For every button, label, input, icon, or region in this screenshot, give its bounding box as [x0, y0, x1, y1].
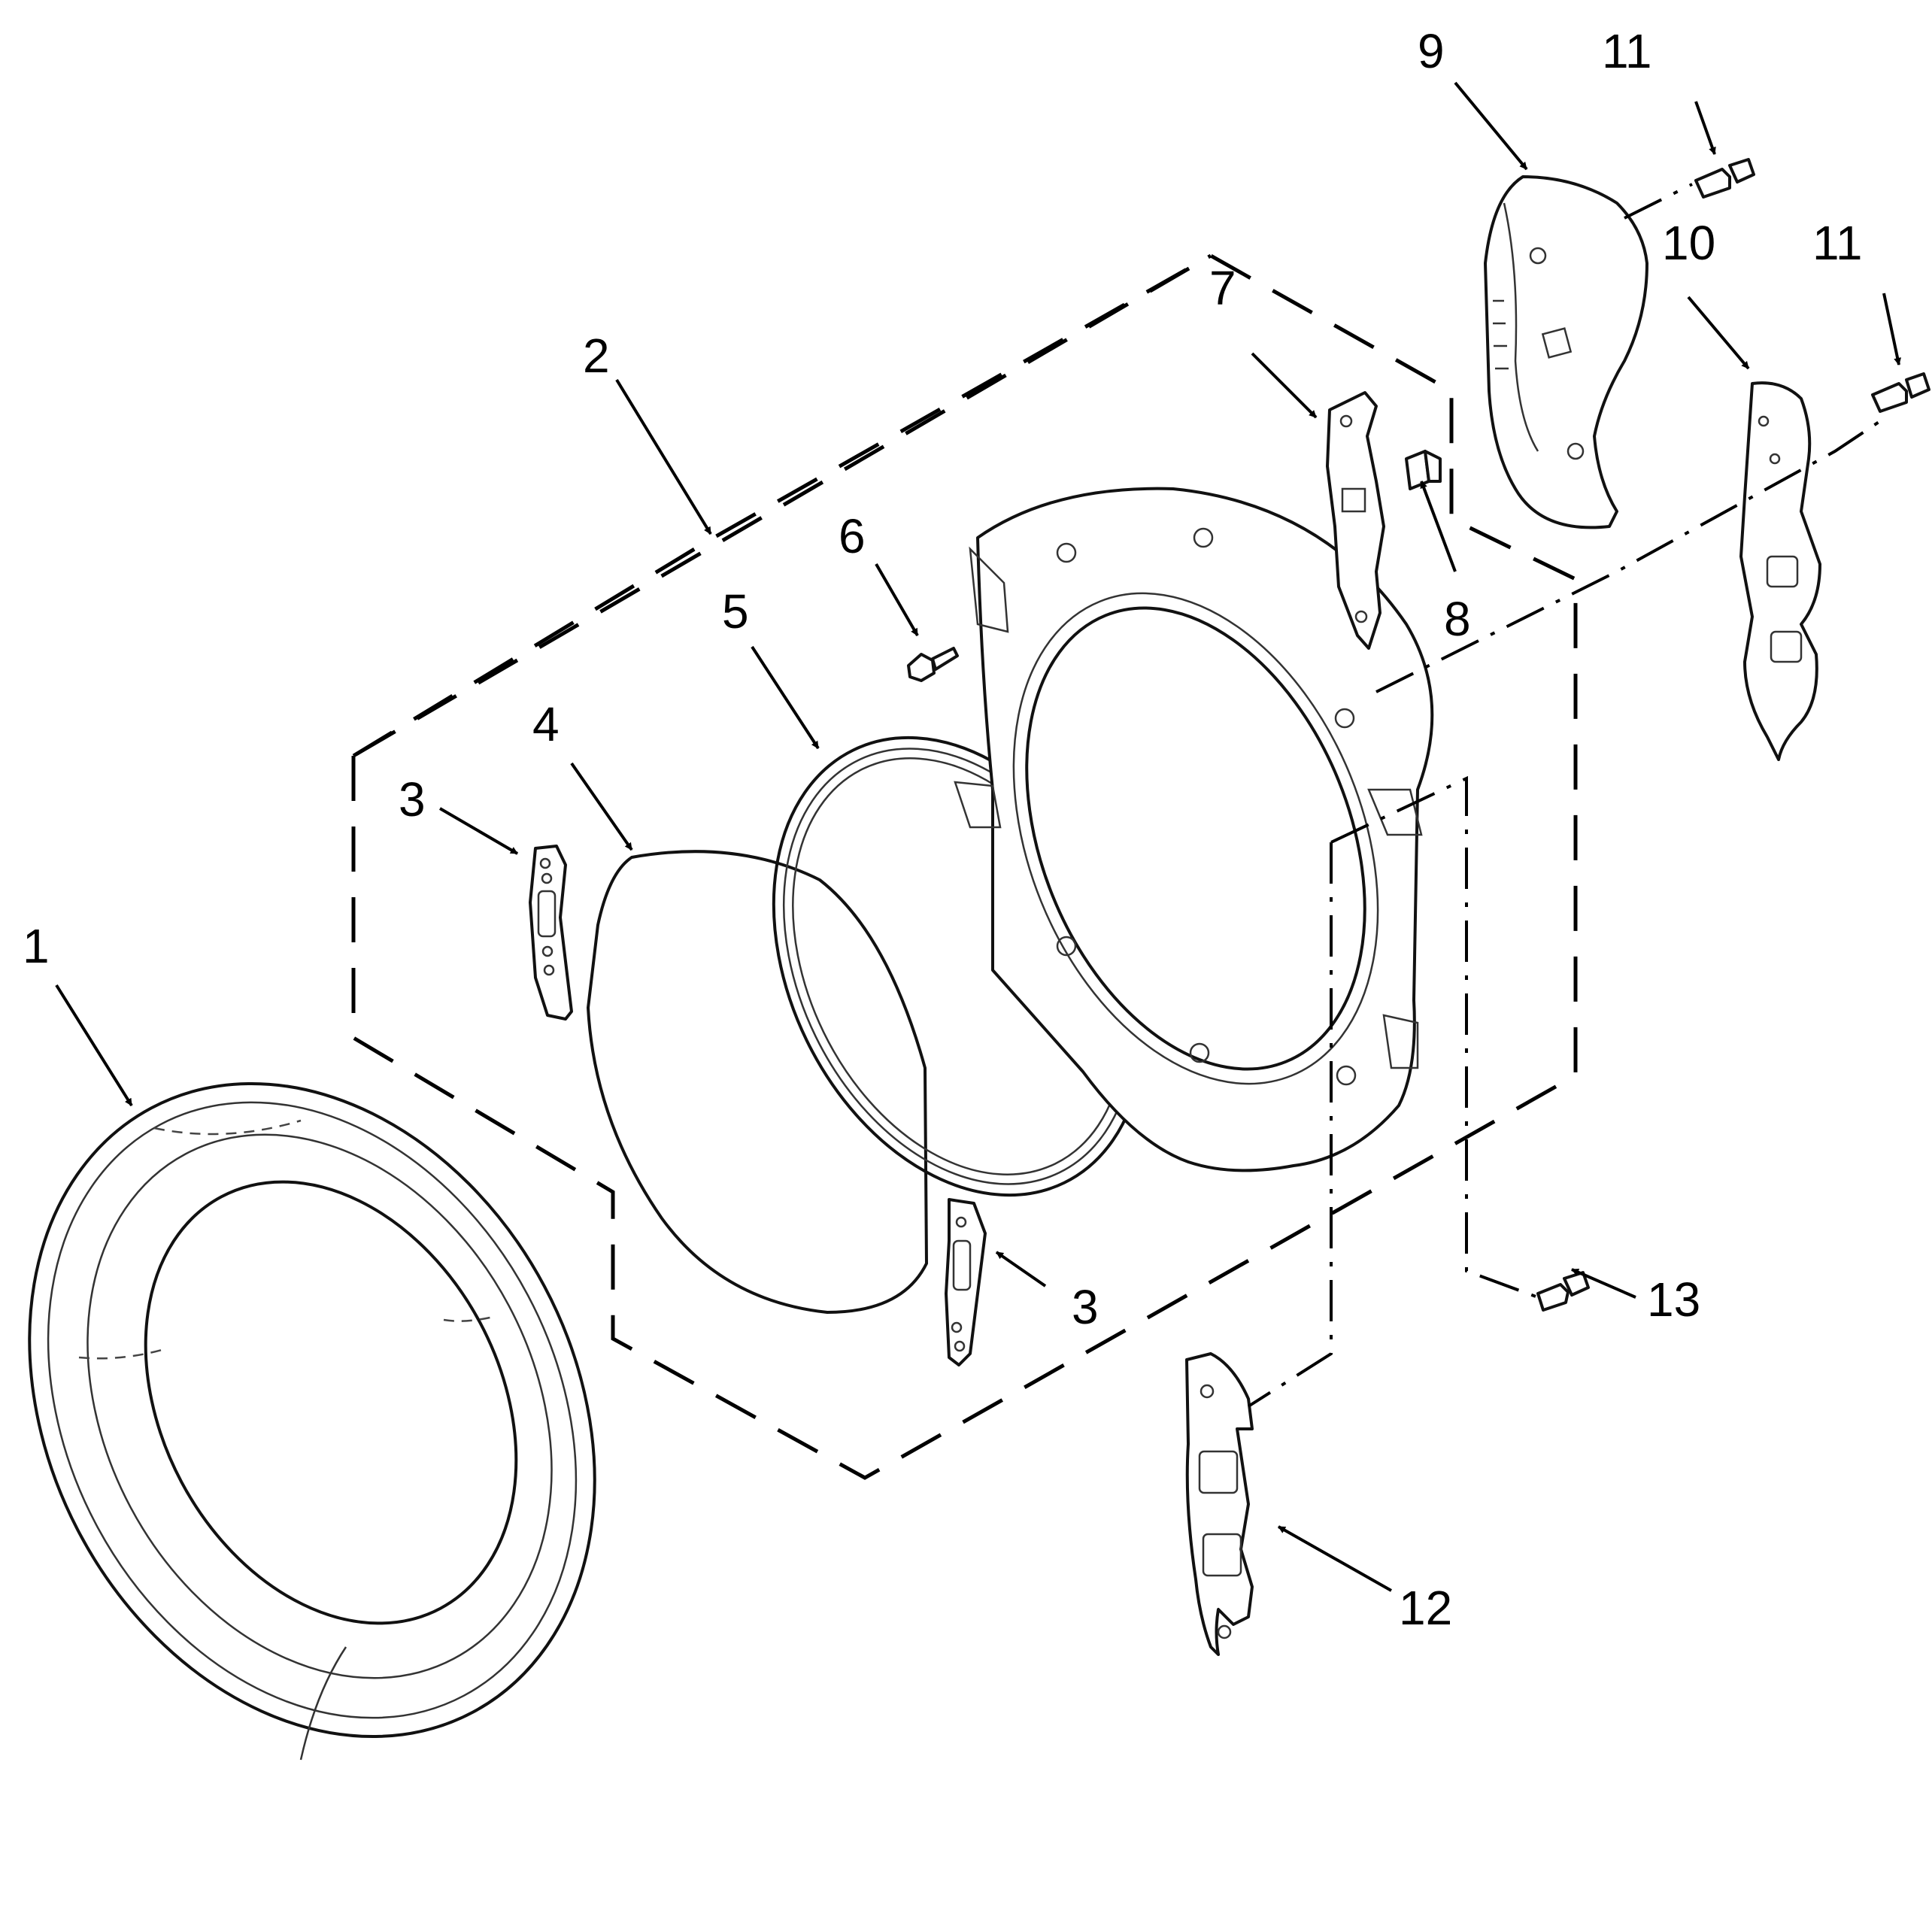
door-handle [1739, 381, 1821, 761]
callout-11-upper: 11 [1602, 24, 1651, 78]
callout-2: 2 [583, 329, 610, 383]
hinge-bracket-upper [529, 845, 573, 1021]
callout-3-right: 3 [1072, 1280, 1099, 1334]
assembly-dashed-outline [351, 253, 1578, 1480]
strike-plate [1326, 391, 1385, 650]
outer-door-ring [28, 1081, 596, 1761]
handle-cover [1484, 175, 1648, 529]
inner-door-frame [954, 487, 1434, 1172]
callout-12: 12 [1399, 1581, 1452, 1635]
screw-11-lower [1871, 372, 1930, 413]
callout-11-lower: 11 [1812, 216, 1862, 270]
latch-clip [1405, 450, 1442, 490]
callout-7: 7 [1209, 261, 1236, 315]
callout-5: 5 [722, 584, 749, 638]
alignment-lines [1247, 183, 1882, 1408]
screw-11-upper [1694, 158, 1755, 199]
callout-labels: 1 2 3 3 4 5 6 7 8 9 11 10 11 12 13 [23, 24, 1862, 1635]
screw-6 [907, 647, 959, 682]
callout-8: 8 [1444, 592, 1471, 646]
callout-13: 13 [1647, 1272, 1700, 1327]
callout-6: 6 [839, 509, 866, 563]
hinge-bracket-lower [945, 1198, 987, 1366]
leader-arrows [55, 81, 1902, 1592]
screw-13 [1536, 1271, 1590, 1312]
callout-3-left: 3 [399, 772, 426, 827]
callout-10: 10 [1662, 216, 1715, 270]
callout-9: 9 [1418, 24, 1445, 78]
door-hinge [1185, 1352, 1254, 1656]
door-glass [587, 850, 928, 1314]
callout-4: 4 [532, 697, 560, 751]
callout-1: 1 [23, 919, 50, 973]
